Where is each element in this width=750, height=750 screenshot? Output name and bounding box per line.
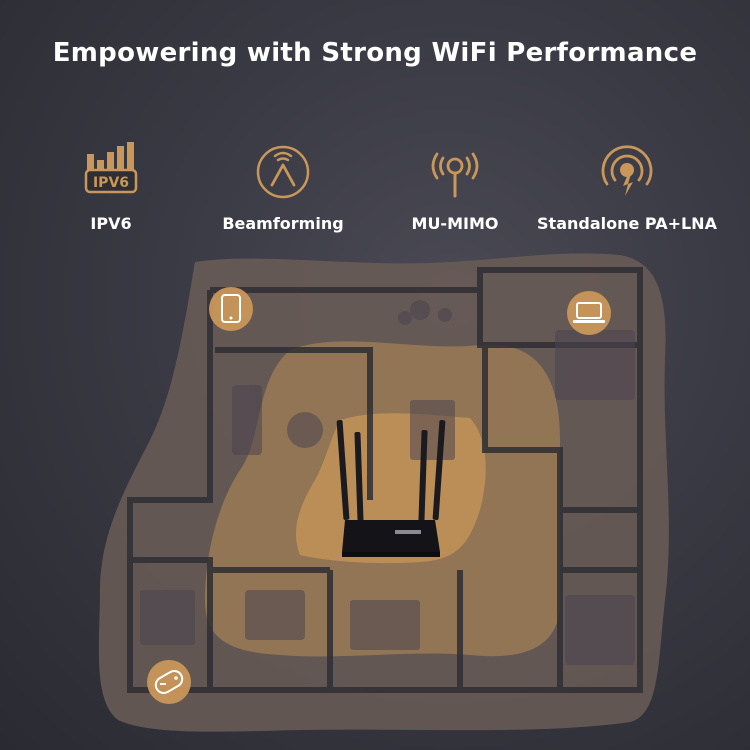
laptop-icon	[567, 291, 611, 335]
feature-label-pa-lna: Standalone PA+LNA	[537, 214, 717, 233]
router-icon	[336, 420, 446, 557]
page-title: Empowering with Strong WiFi Performance	[52, 38, 698, 68]
antenna-icon	[431, 152, 479, 198]
feature-label-beamforming: Beamforming	[222, 214, 344, 233]
feature-mu-mimo: MU-MIMO	[355, 140, 555, 233]
ipv6-signal-icon: IPV6	[84, 142, 138, 194]
feature-label-ipv6: IPV6	[90, 214, 132, 233]
gamepad-icon	[147, 660, 191, 704]
signal-boost-icon	[601, 145, 653, 196]
feature-pa-lna: Standalone PA+LNA	[527, 140, 727, 233]
feature-beamforming: Beamforming	[183, 140, 383, 233]
ipv6-badge-text: IPV6	[93, 175, 129, 191]
feature-row: IPV6 IPV6 Beamforming MU-MIMO	[0, 140, 750, 250]
feature-ipv6: IPV6 IPV6	[11, 140, 211, 233]
tablet-icon	[209, 287, 253, 331]
feature-label-mu-mimo: MU-MIMO	[411, 214, 499, 233]
beamforming-icon	[256, 145, 310, 199]
